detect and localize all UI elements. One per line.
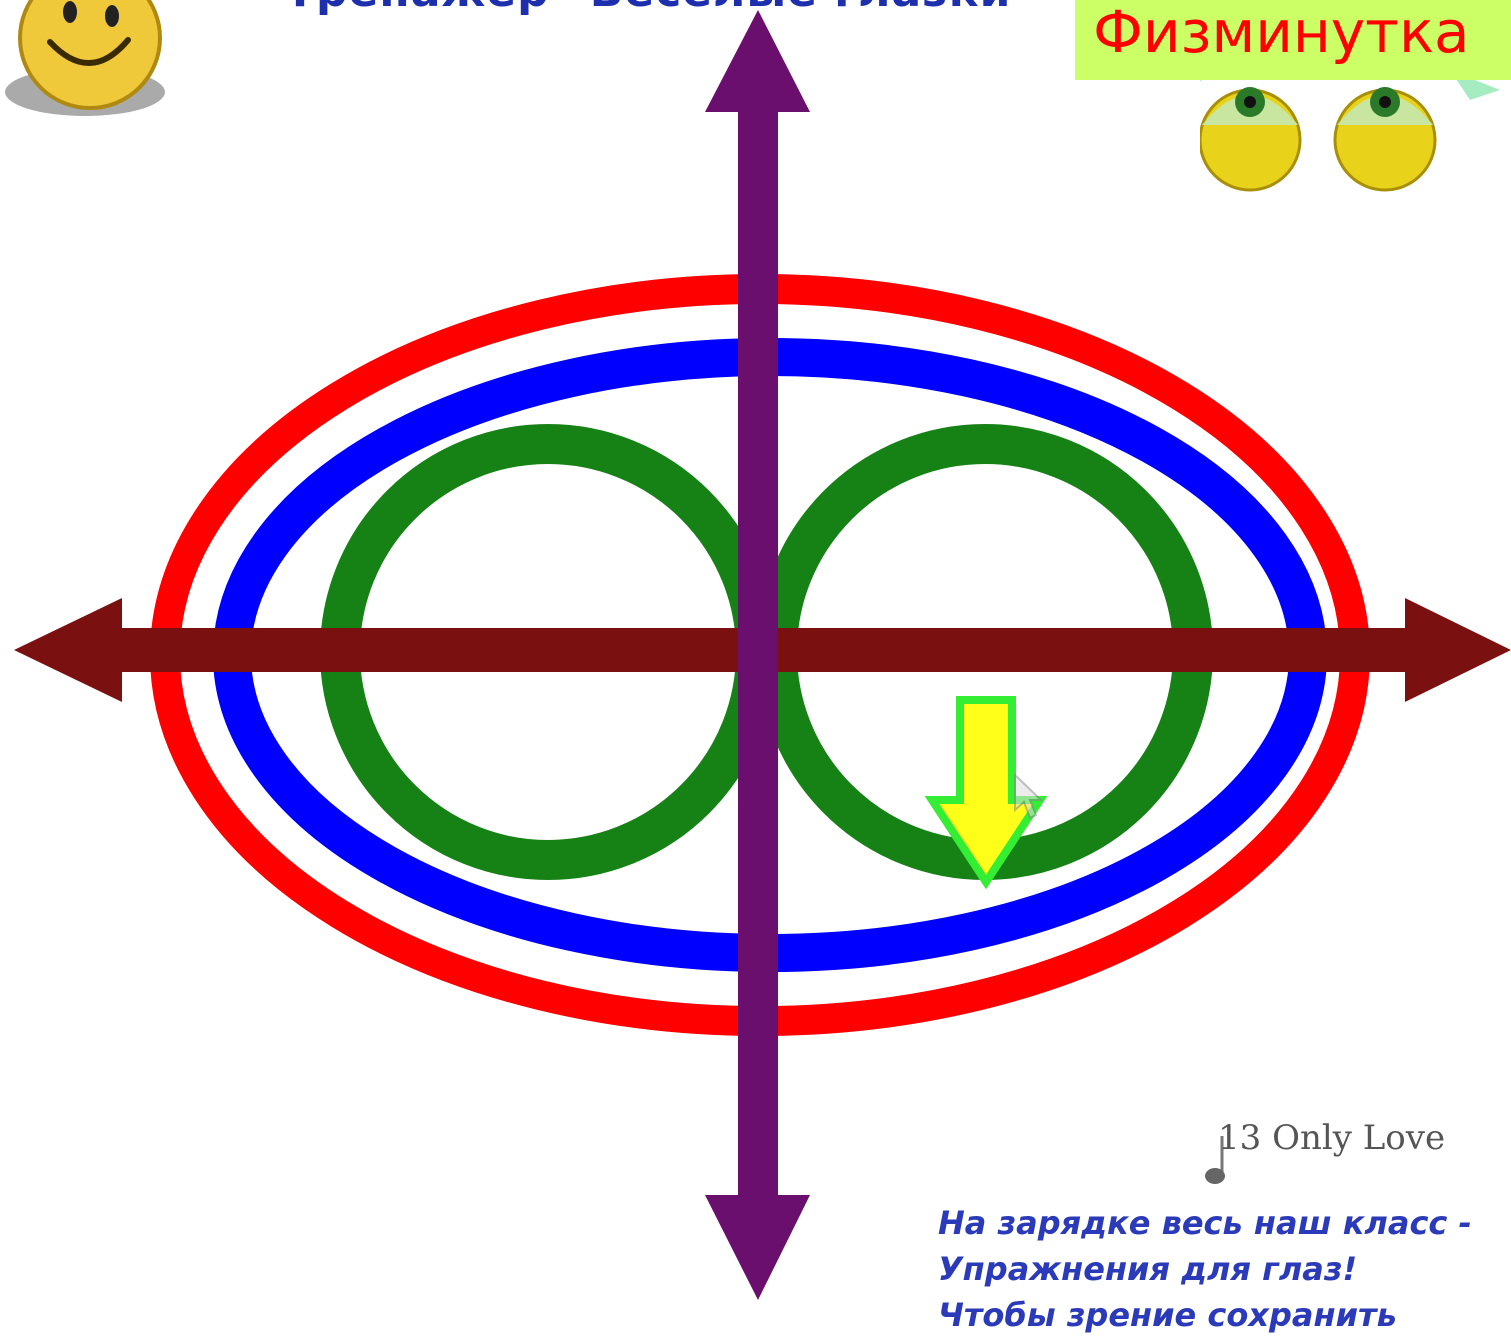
slide-title: Тренажер "Веселые глазки": [285, 0, 1035, 17]
cartoon-eyes-icon: [1200, 70, 1500, 210]
song-caption: 13 Only Love: [1218, 1118, 1445, 1158]
poem-line: На зарядке весь наш класс -: [938, 1200, 1472, 1246]
smiley-face-icon: [0, 0, 170, 125]
poem-line: Чтобы зрение сохранить: [938, 1292, 1472, 1338]
eye-exercise-slide: Тренажер "Веселые глазки" Физминутка 13 …: [0, 0, 1511, 1303]
badge-label: Физминутка: [1093, 0, 1470, 66]
physical-break-badge: Физминутка: [1075, 0, 1511, 80]
poem-line: Упражнения для глаз!: [938, 1246, 1472, 1292]
exercise-poem: На зарядке весь наш класс - Упражнения д…: [938, 1200, 1472, 1338]
